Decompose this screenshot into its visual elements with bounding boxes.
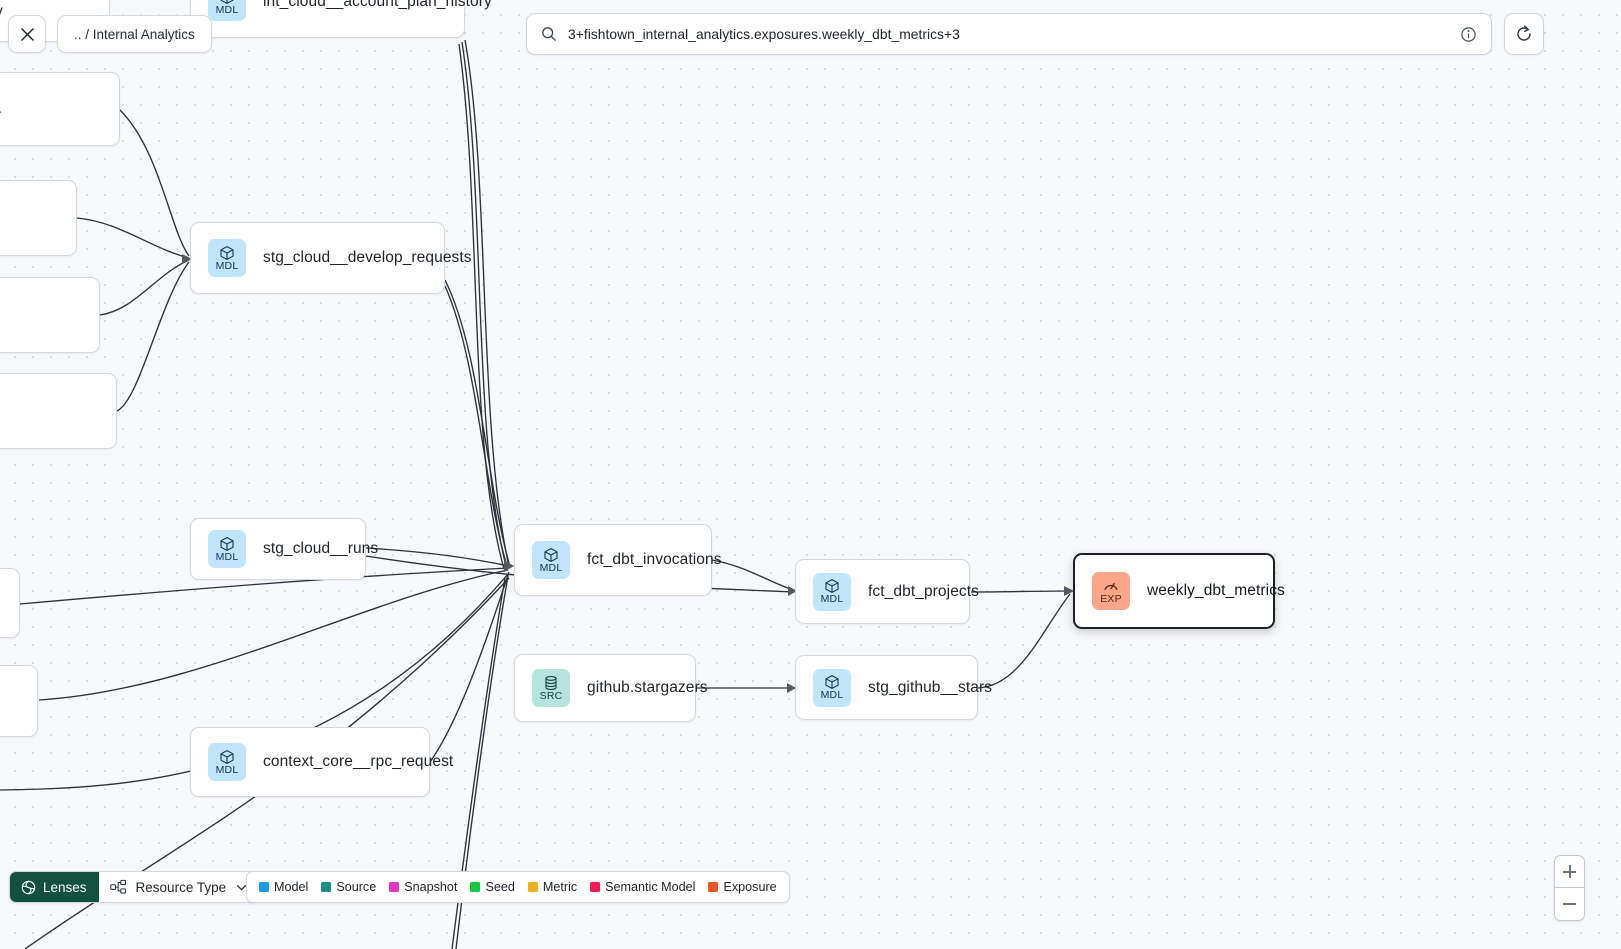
- legend-item-model[interactable]: Model: [259, 880, 308, 894]
- node-type-badge-mdl: MDL: [208, 530, 246, 568]
- legend-swatch: [321, 882, 332, 892]
- resource-type-dropdown[interactable]: Resource Type: [98, 872, 260, 902]
- search-bar[interactable]: 3+fishtown_internal_analytics.exposures.…: [526, 13, 1492, 55]
- graph-node-stg_cloud__develop_requests[interactable]: MDL stg_cloud__develop_requests: [190, 222, 472, 294]
- node-label: fct_dbt_invocations: [587, 551, 722, 568]
- legend-label: Model: [274, 880, 309, 894]
- node-label: weekly_dbt_metrics: [1147, 582, 1285, 599]
- node-type-badge-exp: EXP: [1092, 572, 1130, 610]
- node-label: context_core__rpc_request: [263, 753, 454, 770]
- breadcrumb-label: .. / Internal Analytics: [74, 26, 195, 42]
- cube-icon: [220, 536, 234, 551]
- node-label: stg_cloud__develop_requests: [263, 249, 472, 266]
- node-type-label: MDL: [820, 593, 844, 605]
- lens-icon: [21, 880, 36, 894]
- legend-label: Seed: [485, 880, 515, 894]
- graph-node-fct_dbt_invocations[interactable]: MDL fct_dbt_invocations: [514, 524, 722, 596]
- gauge-icon: [1104, 582, 1118, 590]
- legend-label: Semantic Model: [605, 880, 696, 894]
- close-icon: [20, 27, 34, 41]
- legend-swatch: [527, 882, 538, 892]
- legend-item-exposure[interactable]: Exposure: [708, 880, 777, 894]
- node-type-label: MDL: [820, 689, 844, 701]
- legend-item-snapshot[interactable]: Snapshot: [389, 880, 457, 894]
- minus-icon: [1563, 898, 1576, 911]
- plus-icon: [1563, 865, 1576, 878]
- database-icon: [545, 675, 557, 690]
- node-type-label: MDL: [215, 763, 239, 776]
- resource-type-legend: Model Source Snapshot Seed Metric Semantic Mo…: [246, 871, 790, 903]
- lenses-button[interactable]: Lenses: [10, 872, 99, 902]
- graph-node-multicell_migration[interactable]: multicell_migrat…: [0, 72, 120, 146]
- close-button[interactable]: [8, 15, 46, 53]
- legend-item-seed[interactable]: Seed: [470, 880, 515, 894]
- cube-icon: [544, 547, 558, 562]
- graph-node-github.stargazers[interactable]: SRC github.stargazers: [514, 654, 708, 722]
- node-label: stg_github__stars: [868, 678, 993, 696]
- node-type-badge-mdl: MDL: [208, 743, 246, 781]
- legend-label: Snapshot: [404, 880, 458, 894]
- graph-node-cut_run_b[interactable]: _run: [0, 665, 38, 737]
- graph-node-develop_request_b[interactable]: velop_request: [0, 277, 100, 353]
- zoom-out-button[interactable]: [1555, 888, 1584, 920]
- legend-swatch: [259, 882, 269, 892]
- graph-node-stg_github__stars[interactable]: MDL stg_github__stars: [795, 655, 992, 720]
- graph-node-stg_cloud__runs[interactable]: MDL stg_cloud__runs: [190, 518, 378, 580]
- chevron-down-icon: [237, 884, 247, 891]
- cube-icon: [220, 245, 234, 260]
- lens-controls: Lenses Resource Type: [9, 871, 261, 903]
- node-label: stg_cloud__runs: [263, 540, 379, 557]
- info-circle-icon[interactable]: [1460, 26, 1477, 43]
- node-type-badge-mdl: MDL: [208, 0, 246, 21]
- graph-node-develop_request_c[interactable]: _develop_request: [0, 373, 117, 449]
- cube-icon: [825, 675, 839, 689]
- legend-swatch: [708, 882, 719, 892]
- legend-label: Exposure: [723, 880, 777, 894]
- node-label: snapshot_daily: [0, 3, 3, 21]
- legend-swatch: [590, 882, 601, 892]
- lenses-label: Lenses: [43, 879, 87, 895]
- refresh-button[interactable]: [1504, 13, 1544, 55]
- node-label: multicell_migrat…: [0, 100, 3, 118]
- cube-icon: [220, 0, 234, 4]
- node-type-label: EXP: [1100, 592, 1122, 605]
- node-label: int_cloud__account_plan_history: [263, 0, 492, 10]
- legend-item-source[interactable]: Source: [321, 880, 376, 894]
- legend-swatch: [389, 882, 400, 892]
- cube-icon: [825, 579, 839, 593]
- node-type-label: MDL: [539, 561, 563, 574]
- search-icon: [542, 27, 557, 42]
- search-input[interactable]: 3+fishtown_internal_analytics.exposures.…: [568, 26, 960, 42]
- node-label: github.stargazers: [587, 679, 708, 696]
- legend-swatch: [470, 882, 481, 892]
- graph-node-cut_run_a[interactable]: n: [0, 568, 20, 638]
- node-type-label: MDL: [215, 259, 239, 272]
- node-type-label: MDL: [215, 3, 239, 16]
- breadcrumb[interactable]: .. / Internal Analytics: [57, 15, 212, 53]
- graph-node-develop_request_a[interactable]: p_request: [0, 180, 77, 256]
- legend-item-metric[interactable]: Metric: [527, 880, 578, 894]
- zoom-in-button[interactable]: [1555, 856, 1584, 888]
- resource-type-icon: [109, 879, 126, 894]
- legend-label: Metric: [542, 880, 578, 894]
- node-type-badge-mdl: MDL: [813, 668, 851, 707]
- legend-label: Source: [336, 880, 377, 894]
- refresh-icon: [1517, 25, 1531, 41]
- node-label: fct_dbt_projects: [868, 582, 980, 600]
- node-type-badge-src: SRC: [532, 669, 570, 707]
- cube-icon: [220, 749, 234, 764]
- node-type-badge-mdl: MDL: [208, 239, 246, 277]
- graph-node-weekly_dbt_metrics[interactable]: EXP weekly_dbt_metrics: [1073, 553, 1285, 629]
- graph-node-int_cloud__account_plan_history[interactable]: MDL int_cloud__account_plan_history: [190, 0, 492, 38]
- node-type-label: MDL: [215, 550, 239, 563]
- graph-node-fct_dbt_projects[interactable]: MDL fct_dbt_projects: [795, 559, 979, 624]
- zoom-controls: [1554, 855, 1585, 921]
- resource-type-label: Resource Type: [135, 879, 227, 895]
- node-type-badge-mdl: MDL: [813, 572, 851, 611]
- legend-item-semantic-model[interactable]: Semantic Model: [590, 880, 695, 894]
- node-type-badge-mdl: MDL: [532, 541, 570, 579]
- graph-node-context_core__rpc_request[interactable]: MDL context_core__rpc_request: [190, 727, 453, 797]
- node-type-label: SRC: [539, 689, 563, 702]
